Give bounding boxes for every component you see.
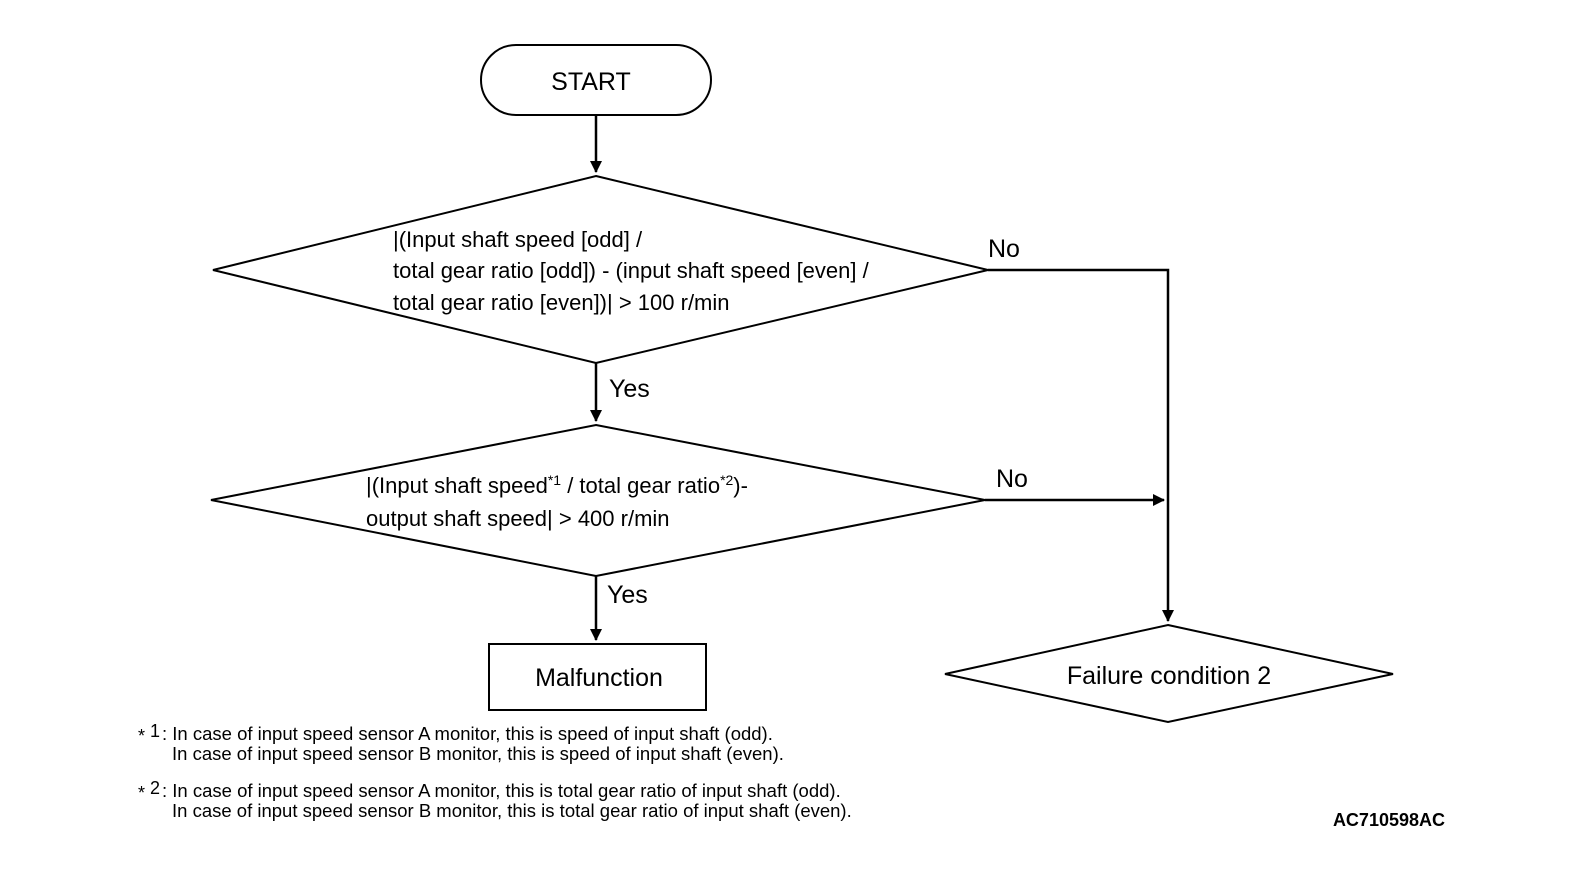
failure-condition-label: Failure condition 2 xyxy=(1067,662,1271,690)
d1-yes-label: Yes xyxy=(609,375,650,403)
decision1-line3: total gear ratio [even])| > 100 r/min xyxy=(393,290,730,315)
decision1-line2: total gear ratio [odd]) - (input shaft s… xyxy=(393,258,870,283)
start-terminal: START xyxy=(480,44,712,116)
footnote-ref-1: *1 xyxy=(548,472,561,488)
footnote-ref-2: *2 xyxy=(720,472,733,488)
footnote-1-line2: In case of input speed sensor B monitor,… xyxy=(172,743,784,764)
d2-no-label: No xyxy=(996,465,1028,493)
start-label: START xyxy=(551,68,631,96)
footnote-1: * 1 : In case of input speed sensor A mo… xyxy=(138,721,784,764)
decision2-line1-c: / total gear ratio xyxy=(561,473,720,498)
figure-code: AC710598AC xyxy=(1333,810,1445,830)
decision2-shape xyxy=(210,423,986,578)
footnote-2-number: 2 xyxy=(150,778,160,798)
decision2-line1: |(Input shaft speed*1 / total gear ratio… xyxy=(366,472,748,498)
malfunction-label: Malfunction xyxy=(535,664,663,692)
footnote-1-number: 1 xyxy=(150,721,160,741)
decision2-line1-a: |(Input shaft speed xyxy=(366,473,548,498)
decision1-line1: |(Input shaft speed [odd] / xyxy=(393,227,643,252)
malfunction-shape xyxy=(488,643,707,711)
failure-condition-shape xyxy=(944,623,1394,724)
footnote-2-line1: : In case of input speed sensor A monito… xyxy=(162,780,841,801)
footnote-1-asterisk: * xyxy=(138,726,145,746)
failure-condition-node: Failure condition 2 xyxy=(944,623,1394,724)
decision2-line2: output shaft speed| > 400 r/min xyxy=(366,506,670,531)
footnote-1-line1: : In case of input speed sensor A monito… xyxy=(162,723,773,744)
d1-no-label: No xyxy=(988,235,1020,263)
decision2-line1-e: )- xyxy=(733,473,748,498)
footnote-2: * 2 : In case of input speed sensor A mo… xyxy=(138,778,852,821)
decision2: |(Input shaft speed*1 / total gear ratio… xyxy=(210,423,986,578)
d2-yes-label: Yes xyxy=(607,581,648,609)
malfunction-node: Malfunction xyxy=(488,643,707,711)
connector-d1-no xyxy=(988,268,1174,622)
decision1: |(Input shaft speed [odd] / total gear r… xyxy=(212,174,989,365)
footnote-2-asterisk: * xyxy=(138,783,145,803)
footnote-2-line2: In case of input speed sensor B monitor,… xyxy=(172,800,852,821)
